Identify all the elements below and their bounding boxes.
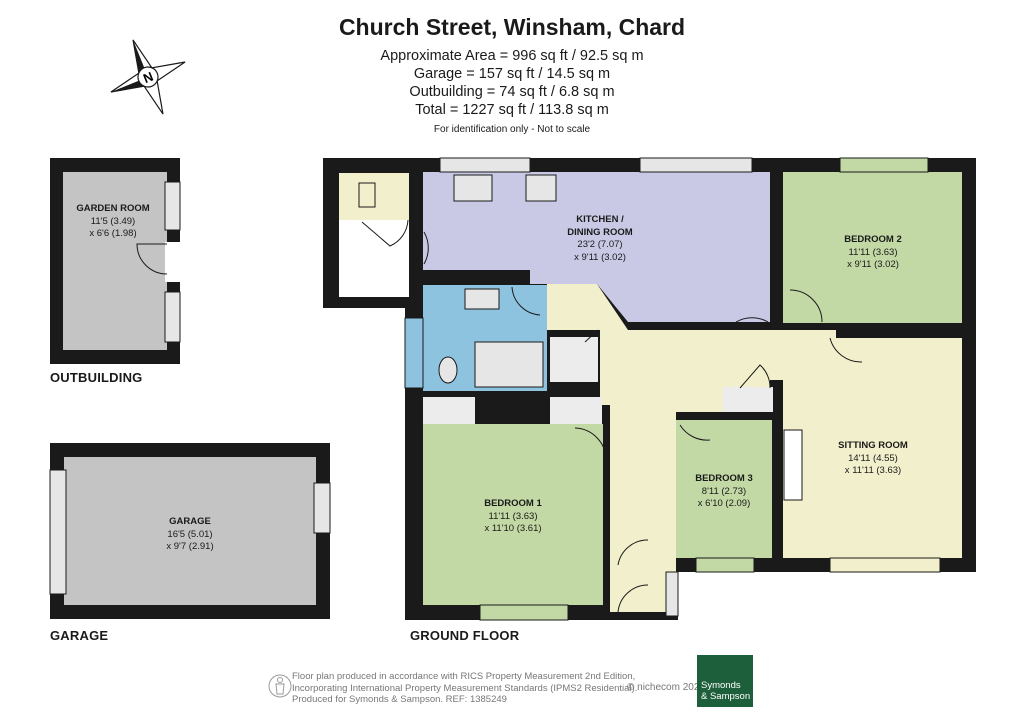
room-dimension: x 6'6 (1.98) xyxy=(89,228,137,239)
area-line: Total = 1227 sq ft / 113.8 sq m xyxy=(415,102,609,118)
room-dimension: x 11'10 (3.61) xyxy=(484,523,542,534)
room-name: BEDROOM 3 xyxy=(695,473,753,484)
logo-text: Symonds xyxy=(701,680,741,691)
room-name: DINING ROOM xyxy=(567,226,633,238)
room-label-garage: GARAGE 16'5 (5.01) x 9'7 (2.91) xyxy=(166,516,213,554)
compass-rose: N xyxy=(110,39,186,115)
room-label-garden-room: GARDEN ROOM 11'5 (3.49) x 6'6 (1.98) xyxy=(76,203,149,241)
room-label-sitting-room: SITTING ROOM 14'11 (4.55) x 11'11 (3.63) xyxy=(838,440,908,478)
room-dimension: 11'11 (3.63) xyxy=(848,246,898,258)
outbuilding-plan xyxy=(50,158,181,364)
section-label-garage: GARAGE xyxy=(50,628,109,643)
room-dimension: 8'11 (2.73) xyxy=(701,485,747,497)
copyright: © nichecom 2025. xyxy=(627,682,708,693)
room-dimension: x 6'10 (2.09) xyxy=(697,498,751,509)
disclaimer: For identification only - Not to scale xyxy=(433,124,591,135)
room-dimension: x 9'11 (3.02) xyxy=(574,251,626,263)
room-label-bedroom-3: BEDROOM 3 8'11 (2.73) x 6'10 (2.09) xyxy=(695,473,753,511)
room-dimension: x 11'11 (3.63) xyxy=(844,465,902,476)
area-line: Approximate Area = 996 sq ft / 92.5 sq m xyxy=(380,48,644,64)
room-name: GARAGE xyxy=(169,516,211,527)
area-line: Garage = 157 sq ft / 14.5 sq m xyxy=(413,66,611,82)
page-title: Church Street, Winsham, Chard xyxy=(338,14,686,40)
room-label-kitchen-dining: KITCHEN / DINING ROOM 23'2 (7.07) x 9'11… xyxy=(567,214,632,264)
room-name: KITCHEN / xyxy=(576,214,624,225)
room-dimension: 14'11 (4.55) xyxy=(848,452,898,464)
room-name: GARDEN ROOM xyxy=(76,203,150,214)
footer-line: Incorporating International Property Mea… xyxy=(292,682,638,694)
room-name: SITTING ROOM xyxy=(838,440,908,451)
room-dimension: x 9'7 (2.91) xyxy=(166,541,214,552)
ground-floor-plan xyxy=(323,157,976,621)
person-icon xyxy=(268,674,292,698)
logo-text: & Sampson xyxy=(701,691,751,702)
section-label-ground-floor: GROUND FLOOR xyxy=(410,628,520,643)
room-dimension: 23'2 (7.07) xyxy=(577,239,623,250)
room-label-bedroom-2: BEDROOM 2 11'11 (3.63) x 9'11 (3.02) xyxy=(844,234,902,272)
footer-note: Floor plan produced in accordance with R… xyxy=(292,671,637,706)
footer-line: Produced for Symonds & Sampson. REF: 138… xyxy=(292,694,507,705)
room-name: BEDROOM 1 xyxy=(484,498,542,509)
agent-logo: Symonds & Sampson xyxy=(697,655,753,707)
footer-line: Floor plan produced in accordance with R… xyxy=(292,671,636,682)
room-name: BEDROOM 2 xyxy=(844,234,902,245)
garage-plan xyxy=(49,443,331,619)
area-line: Outbuilding = 74 sq ft / 6.8 sq m xyxy=(409,84,615,100)
room-dimension: 11'5 (3.49) xyxy=(90,215,136,227)
room-label-bedroom-1: BEDROOM 1 11'11 (3.63) x 11'10 (3.61) xyxy=(484,498,542,536)
room-dimension: 16'5 (5.01) xyxy=(167,528,213,540)
room-dimension: x 9'11 (3.02) xyxy=(847,259,899,270)
room-dimension: 11'11 (3.63) xyxy=(488,510,538,522)
section-label-outbuilding: OUTBUILDING xyxy=(50,370,143,385)
